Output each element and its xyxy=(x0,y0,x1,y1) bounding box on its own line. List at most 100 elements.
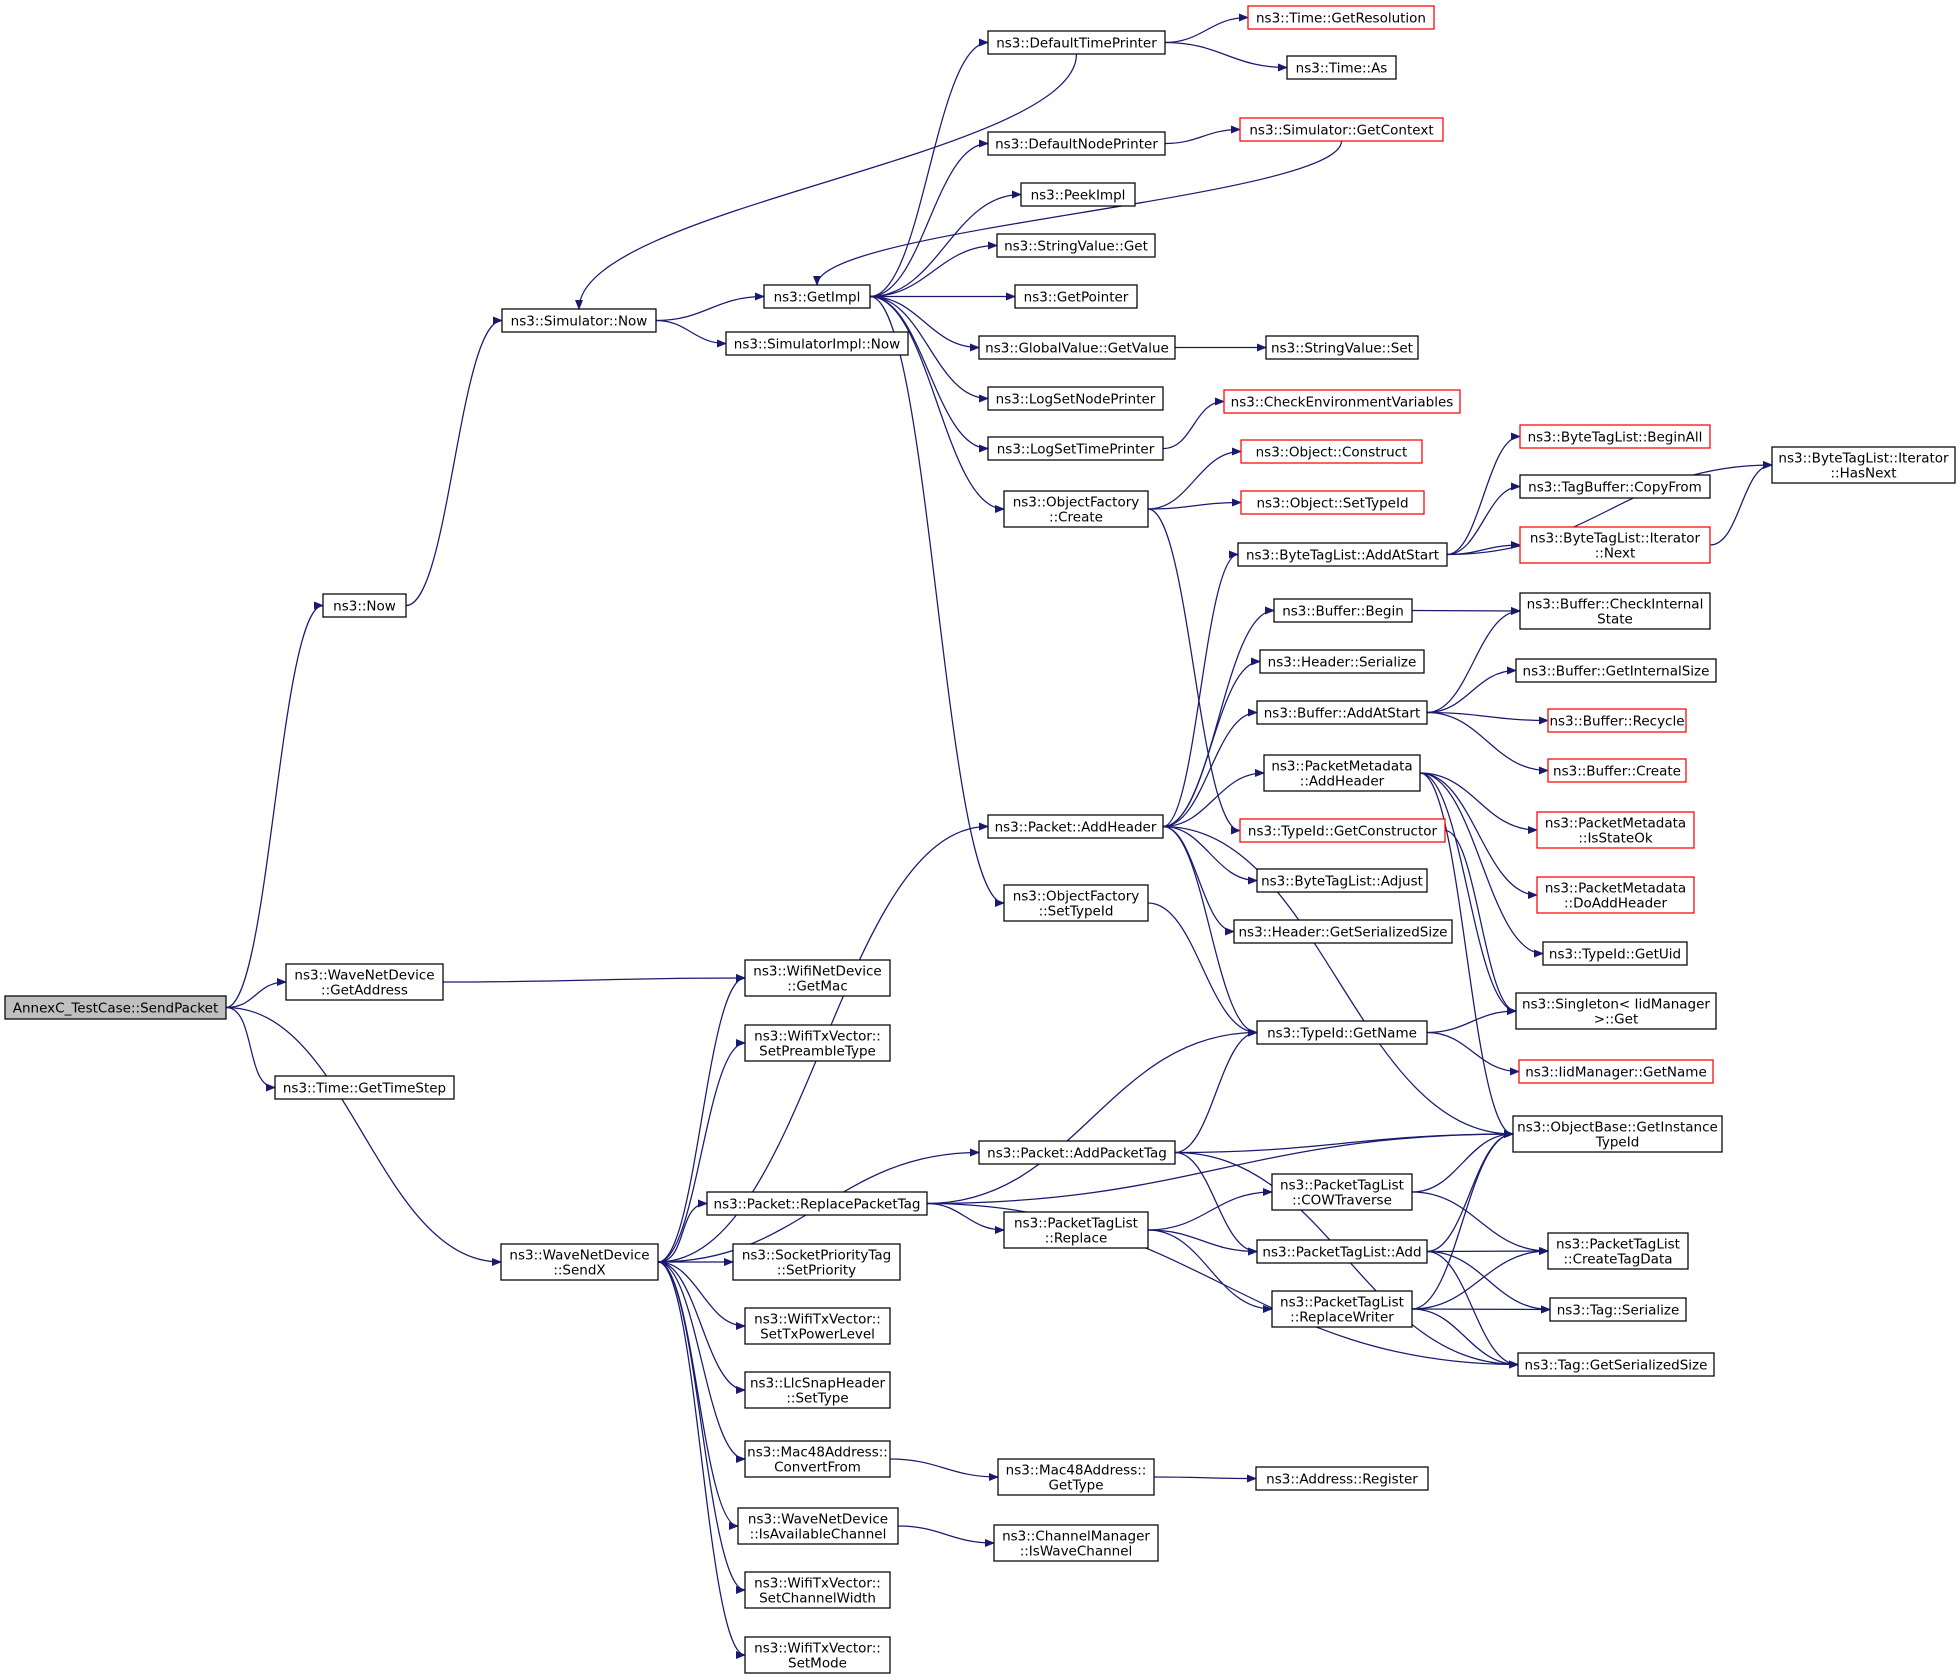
node-box-address_register[interactable] xyxy=(1255,1466,1429,1491)
node-wnd_isavailablechannel[interactable]: ns3::WaveNetDevice::IsAvailableChannel xyxy=(737,1507,899,1545)
node-sim_now[interactable]: ns3::Simulator::Now xyxy=(501,308,657,333)
node-stringvalue_set[interactable]: ns3::StringValue::Set xyxy=(1265,335,1419,360)
node-btl_adjust[interactable]: ns3::ByteTagList::Adjust xyxy=(1256,868,1428,893)
node-time_getres[interactable]: ns3::Time::GetResolution xyxy=(1247,5,1435,30)
node-box-header_serialize[interactable] xyxy=(1259,649,1425,674)
node-iidmgr_getname[interactable]: ns3::IidManager::GetName xyxy=(1518,1059,1714,1084)
node-wtv_setmode[interactable]: ns3::WifiTxVector::SetMode xyxy=(744,1636,891,1674)
node-box-packet_replacepackettag[interactable] xyxy=(706,1191,928,1216)
node-wtv_settxpowerlevel[interactable]: ns3::WifiTxVector::SetTxPowerLevel xyxy=(744,1307,891,1345)
node-wtv_setchannelwidth[interactable]: ns3::WifiTxVector::SetChannelWidth xyxy=(744,1571,891,1609)
node-box-wtv_setmode[interactable] xyxy=(744,1636,891,1674)
node-box-iidmgr_getname[interactable] xyxy=(1518,1059,1714,1084)
node-buffer_recycle[interactable]: ns3::Buffer::Recycle xyxy=(1547,708,1687,733)
node-spt_setpriority[interactable]: ns3::SocketPriorityTag::SetPriority xyxy=(732,1243,901,1281)
node-simimpl_now[interactable]: ns3::SimulatorImpl::Now xyxy=(725,331,909,356)
node-box-now[interactable] xyxy=(322,593,407,618)
node-box-ptl_replacewriter[interactable] xyxy=(1271,1290,1413,1328)
node-box-stringvalue_set[interactable] xyxy=(1265,335,1419,360)
node-box-wnd_isavailablechannel[interactable] xyxy=(737,1507,899,1545)
node-wtv_setpreamble[interactable]: ns3::WifiTxVector::SetPreambleType xyxy=(744,1024,891,1062)
node-box-time_gettimestep[interactable] xyxy=(274,1075,455,1100)
node-box-ptl_cowtraverse[interactable] xyxy=(1271,1173,1413,1211)
node-box-packet_addheader[interactable] xyxy=(987,814,1164,839)
node-box-logsettimeprinter[interactable] xyxy=(987,436,1164,461)
node-box-chmgr_iswavechannel[interactable] xyxy=(993,1524,1159,1562)
node-box-wnd_getaddress[interactable] xyxy=(285,963,444,1001)
node-tag_getserializedsize[interactable]: ns3::Tag::GetSerializedSize xyxy=(1517,1352,1715,1377)
node-box-mac48_gettype[interactable] xyxy=(997,1458,1155,1496)
node-box-llcsnap_settype[interactable] xyxy=(744,1371,891,1409)
node-sim_getcontext[interactable]: ns3::Simulator::GetContext xyxy=(1239,117,1444,142)
node-wifind_getmac[interactable]: ns3::WifiNetDevice::GetMac xyxy=(744,959,891,997)
node-box-packet_addpackettag[interactable] xyxy=(978,1140,1176,1165)
node-wnd_sendx[interactable]: ns3::WaveNetDevice::SendX xyxy=(500,1243,659,1281)
node-box-wtv_setpreamble[interactable] xyxy=(744,1024,891,1062)
node-default_time_printer[interactable]: ns3::DefaultTimePrinter xyxy=(987,30,1166,55)
node-time_gettimestep[interactable]: ns3::Time::GetTimeStep xyxy=(274,1075,455,1100)
node-box-ptl_replace[interactable] xyxy=(1003,1211,1149,1249)
node-box-btl_addatstart[interactable] xyxy=(1237,542,1448,567)
node-box-stringvalue_get[interactable] xyxy=(996,233,1156,258)
node-getimpl[interactable]: ns3::GetImpl xyxy=(763,284,871,309)
node-box-buffer_getinternalsize[interactable] xyxy=(1515,658,1717,683)
node-box-header_getserializedsize[interactable] xyxy=(1233,919,1453,944)
node-objfactory_create[interactable]: ns3::ObjectFactory::Create xyxy=(1003,490,1149,528)
node-typeid_getuid[interactable]: ns3::TypeId::GetUid xyxy=(1542,941,1688,966)
node-tagbuffer_copyfrom[interactable]: ns3::TagBuffer::CopyFrom xyxy=(1519,474,1711,499)
node-box-buffer_addatstart[interactable] xyxy=(1256,700,1428,725)
node-box-btl_iter_next[interactable] xyxy=(1519,526,1711,564)
node-box-wtv_setchannelwidth[interactable] xyxy=(744,1571,891,1609)
node-ptl_createtagdata[interactable]: ns3::PacketTagList::CreateTagData xyxy=(1547,1232,1689,1270)
node-packet_addpackettag[interactable]: ns3::Packet::AddPacketTag xyxy=(978,1140,1176,1165)
node-box-getpointer[interactable] xyxy=(1014,284,1138,309)
node-tag_serialize[interactable]: ns3::Tag::Serialize xyxy=(1549,1297,1687,1322)
node-box-tagbuffer_copyfrom[interactable] xyxy=(1519,474,1711,499)
node-box-wnd_sendx[interactable] xyxy=(500,1243,659,1281)
node-box-objbase_getinstancetypeid[interactable] xyxy=(1512,1115,1723,1153)
node-box-typeid_getuid[interactable] xyxy=(1542,941,1688,966)
node-logsettimeprinter[interactable]: ns3::LogSetTimePrinter xyxy=(987,436,1164,461)
node-buffer_addatstart[interactable]: ns3::Buffer::AddAtStart xyxy=(1256,700,1428,725)
node-box-wifind_getmac[interactable] xyxy=(744,959,891,997)
node-box-buffer_recycle[interactable] xyxy=(1547,708,1687,733)
node-box-time_getres[interactable] xyxy=(1247,5,1435,30)
node-pm_addheader[interactable]: ns3::PacketMetadata::AddHeader xyxy=(1263,754,1421,792)
node-box-mac48_convertfrom[interactable] xyxy=(744,1440,891,1478)
node-logsetnodeprinter[interactable]: ns3::LogSetNodePrinter xyxy=(987,386,1164,411)
node-address_register[interactable]: ns3::Address::Register xyxy=(1255,1466,1429,1491)
node-objfactory_settypeid[interactable]: ns3::ObjectFactory::SetTypeId xyxy=(1003,884,1149,922)
node-box-typeid_getconstructor[interactable] xyxy=(1239,818,1446,843)
node-packet_replacepackettag[interactable]: ns3::Packet::ReplacePacketTag xyxy=(706,1191,928,1216)
node-typeid_getname[interactable]: ns3::TypeId::GetName xyxy=(1256,1020,1428,1045)
node-buffer_create[interactable]: ns3::Buffer::Create xyxy=(1547,758,1687,783)
node-buffer_begin[interactable]: ns3::Buffer::Begin xyxy=(1273,598,1413,623)
node-singleton_get[interactable]: ns3::Singleton< IidManager>::Get xyxy=(1515,992,1717,1030)
node-btl_iter_next[interactable]: ns3::ByteTagList::Iterator::Next xyxy=(1519,526,1711,564)
node-getpointer[interactable]: ns3::GetPointer xyxy=(1014,284,1138,309)
node-now[interactable]: ns3::Now xyxy=(322,593,407,618)
node-ptl_cowtraverse[interactable]: ns3::PacketTagList::COWTraverse xyxy=(1271,1173,1413,1211)
node-box-typeid_getname[interactable] xyxy=(1256,1020,1428,1045)
node-box-default_time_printer[interactable] xyxy=(987,30,1166,55)
node-box-objfactory_create[interactable] xyxy=(1003,490,1149,528)
node-box-object_construct[interactable] xyxy=(1240,439,1423,464)
node-mac48_gettype[interactable]: ns3::Mac48Address::GetType xyxy=(997,1458,1155,1496)
node-box-buffer_checkinternal[interactable] xyxy=(1519,592,1711,630)
node-object_construct[interactable]: ns3::Object::Construct xyxy=(1240,439,1423,464)
node-box-wtv_settxpowerlevel[interactable] xyxy=(744,1307,891,1345)
node-globalvalue_getvalue[interactable]: ns3::GlobalValue::GetValue xyxy=(978,335,1176,360)
node-checkenv[interactable]: ns3::CheckEnvironmentVariables xyxy=(1223,389,1461,414)
node-box-buffer_create[interactable] xyxy=(1547,758,1687,783)
node-btl_iter_hasnext[interactable]: ns3::ByteTagList::Iterator::HasNext xyxy=(1771,446,1956,484)
node-box-pm_isstateok[interactable] xyxy=(1536,811,1695,849)
node-box-root[interactable] xyxy=(4,995,227,1020)
node-box-spt_setpriority[interactable] xyxy=(732,1243,901,1281)
node-box-time_as[interactable] xyxy=(1286,55,1397,80)
node-box-buffer_begin[interactable] xyxy=(1273,598,1413,623)
node-object_settypeid[interactable]: ns3::Object::SetTypeId xyxy=(1240,490,1425,515)
node-time_as[interactable]: ns3::Time::As xyxy=(1286,55,1397,80)
node-pm_doaddheader[interactable]: ns3::PacketMetadata::DoAddHeader xyxy=(1536,876,1695,914)
node-peekimpl[interactable]: ns3::PeekImpl xyxy=(1020,182,1136,207)
